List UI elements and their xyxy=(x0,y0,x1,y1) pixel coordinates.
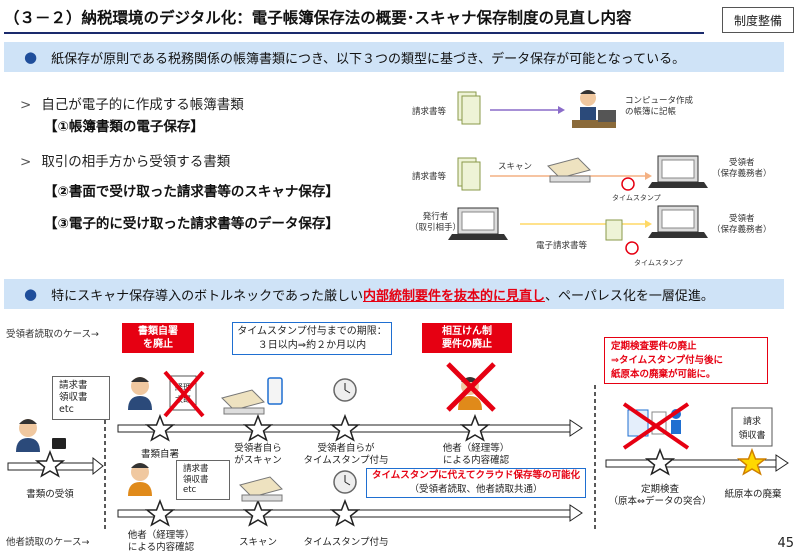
e-invoice-doc-icon xyxy=(605,219,623,241)
type-2-label: 【②書面で受け取った請求書等のスキャナ保存】 xyxy=(44,184,339,200)
type-bullet-self: > 自己が電子的に作成する帳簿書類 xyxy=(20,93,244,113)
chevron-right-icon: > xyxy=(20,97,32,113)
signed-doc-name-line1: 経理 xyxy=(175,382,191,392)
paper-original-line2: 領収書 xyxy=(738,429,765,441)
step-other-check-lower-label: 他者（経理等） による内容確認 xyxy=(127,530,195,553)
row3-einvoice-label: 電子請求書等 xyxy=(536,241,588,251)
page-number: 45 xyxy=(777,536,794,551)
other-case-docs-list: 請求書 領収書 etc xyxy=(176,460,230,500)
office-worker-icon xyxy=(572,90,616,128)
step-periodic-inspection-label: 定期検査 （原本⇔データの突合） xyxy=(608,484,712,508)
row1-computer-label: コンピュータ作成 の帳簿に記帳 xyxy=(625,96,694,118)
page-title: （３－２）納税環境のデジタル化：電子帳簿保存法の概要･スキャナ保存制度の見直し内… xyxy=(4,9,632,27)
clock-icon xyxy=(333,470,357,494)
person-icon xyxy=(128,463,152,496)
callout-cloud-line1: タイムスタンプに代えてクラウド保存等の可能化 xyxy=(371,470,581,481)
laptop-icon xyxy=(648,205,708,238)
step-star-icon xyxy=(459,413,491,442)
step-scan-label: スキャン xyxy=(238,537,277,548)
reform-banner: ● 特にスキャナ保存導入のボトルネックであった厳しい内部統制要件を抜本的に見直し… xyxy=(4,279,784,309)
row3-sender-label: 発行者 （取引相手） xyxy=(410,212,462,234)
laptop-icon xyxy=(648,155,708,188)
scanner-icon xyxy=(221,389,265,415)
type-1-label: 【①帳簿書類の電子保存】 xyxy=(44,119,204,135)
category-badge: 制度整備 xyxy=(722,7,794,33)
document-stack-icon xyxy=(457,91,481,125)
scanner-icon xyxy=(547,157,591,183)
document-stack-icon xyxy=(457,157,481,191)
step-self-stamp-label: 受領者自らが タイムスタンプ付与 xyxy=(303,443,389,466)
step-star-icon xyxy=(329,498,361,527)
callout-deadline-line1: タイムスタンプ付与までの期限： xyxy=(237,326,387,337)
reform-banner-highlight: 内部統制要件を抜本的に見直し xyxy=(362,288,545,304)
row1-doc-label: 請求書等 xyxy=(412,107,447,117)
step-stamp-label: タイムスタンプ付与 xyxy=(303,537,389,548)
step-star-icon xyxy=(242,413,274,442)
received-docs-list: 請求書 領収書 etc xyxy=(52,376,110,420)
final-flow-arrow xyxy=(605,454,789,472)
type-bullet-self-text: 自己が電子的に作成する帳簿書類 xyxy=(41,97,244,113)
callout-periodic-line1: 定期検査要件の廃止 xyxy=(611,341,697,352)
title-rule xyxy=(4,32,704,34)
callout-periodic-line2: ⇒タイムスタンプ付与後に xyxy=(611,354,723,366)
step-other-check-upper-label: 他者（経理等） による内容確認 xyxy=(442,443,510,466)
smartphone-icon xyxy=(267,377,283,405)
briefcase-icon xyxy=(52,438,66,449)
callout-periodic-line3: 紙原本の廃棄が可能に。 xyxy=(611,368,716,380)
person-icon xyxy=(16,419,40,452)
process-flow-diagram: 経理 太郎 請求 領収書 xyxy=(7,362,789,530)
summary-banner-text: 紙保存が原則である税務関係の帳簿書類につき、以下３つの類型に基づき、データ保存が… xyxy=(51,51,686,67)
timestamp-icon xyxy=(621,177,635,191)
step-star-icon xyxy=(34,449,66,478)
bullet-dot-icon: ● xyxy=(24,48,38,66)
callout-periodic-inspection: 定期検査要件の廃止 ⇒タイムスタンプ付与後に 紙原本の廃棄が可能に。 xyxy=(604,337,768,385)
person-icon xyxy=(128,377,152,410)
case-other-label: 他者読取のケース→ xyxy=(6,537,90,548)
cross-out-icon xyxy=(622,402,690,450)
row2-doc-label: 請求書等 xyxy=(412,172,447,182)
step-star-icon xyxy=(144,498,176,527)
callout-abolish-mutual-check: 相互けん制 要件の廃止 xyxy=(422,323,512,353)
summary-banner: ● 紙保存が原則である税務関係の帳簿書類につき、以下３つの類型に基づき、データ保… xyxy=(4,42,784,72)
callout-abolish-signature: 書類自署 を廃止 xyxy=(122,323,194,353)
timestamp-icon xyxy=(625,241,639,255)
type-3-label: 【③電子的に受け取った請求書等のデータ保存】 xyxy=(44,216,339,232)
case-receiver-label: 受領者読取のケース→ xyxy=(6,329,99,340)
type-bullet-received: > 取引の相手方から受領する書類 xyxy=(20,150,230,170)
step-star-icon xyxy=(329,413,361,442)
bullet-dot-icon: ● xyxy=(24,285,38,303)
paper-original-line1: 請求 xyxy=(743,415,761,427)
sender-laptop-icon xyxy=(448,207,508,240)
storage-types-diagram xyxy=(448,90,708,255)
chevron-right-icon: > xyxy=(20,154,32,170)
scanner-icon xyxy=(239,476,283,502)
paper-original-icon xyxy=(731,407,773,447)
callout-deadline: タイムスタンプ付与までの期限： ３日以内⇒約２か月以内 xyxy=(232,322,392,355)
step-receive-label: 書類の受領 xyxy=(26,489,74,500)
reform-banner-pre: 特にスキャナ保存導入のボトルネックであった厳しい xyxy=(51,288,363,304)
row3-receiver-label: 受領者 （保存義務者） xyxy=(712,214,772,236)
step-star-icon xyxy=(144,413,176,442)
callout-deadline-line2: ３日以内⇒約２か月以内 xyxy=(257,339,367,351)
reform-banner-post: 、ペーパレス化を一層促進。 xyxy=(544,288,714,304)
highlight-star-icon xyxy=(736,447,768,476)
cross-out-icon xyxy=(163,370,205,418)
type-bullet-received-text: 取引の相手方から受領する書類 xyxy=(41,154,231,170)
signed-doc-name-line2: 太郎 xyxy=(175,394,191,404)
cross-out-icon xyxy=(446,362,496,412)
row2-timestamp-label: タイムスタンプ xyxy=(612,194,661,202)
clock-icon xyxy=(333,378,357,402)
step-self-scan-label: 受領者自ら がスキャン xyxy=(234,443,282,466)
step-star-icon xyxy=(644,447,676,476)
row2-scan-label: スキャン xyxy=(498,162,533,172)
row3-timestamp-label: タイムスタンプ xyxy=(634,259,683,267)
step-sign-label: 書類自署 xyxy=(140,449,179,460)
callout-cloud-storage: タイムスタンプに代えてクラウド保存等の可能化 （受領者読取、他者読取共通） xyxy=(366,468,586,498)
callout-cloud-line2: （受領者読取、他者読取共通） xyxy=(409,483,543,495)
row2-receiver-label: 受領者 （保存義務者） xyxy=(712,158,772,180)
step-dispose-label: 紙原本の廃棄 xyxy=(724,489,782,500)
step-star-icon xyxy=(242,498,274,527)
